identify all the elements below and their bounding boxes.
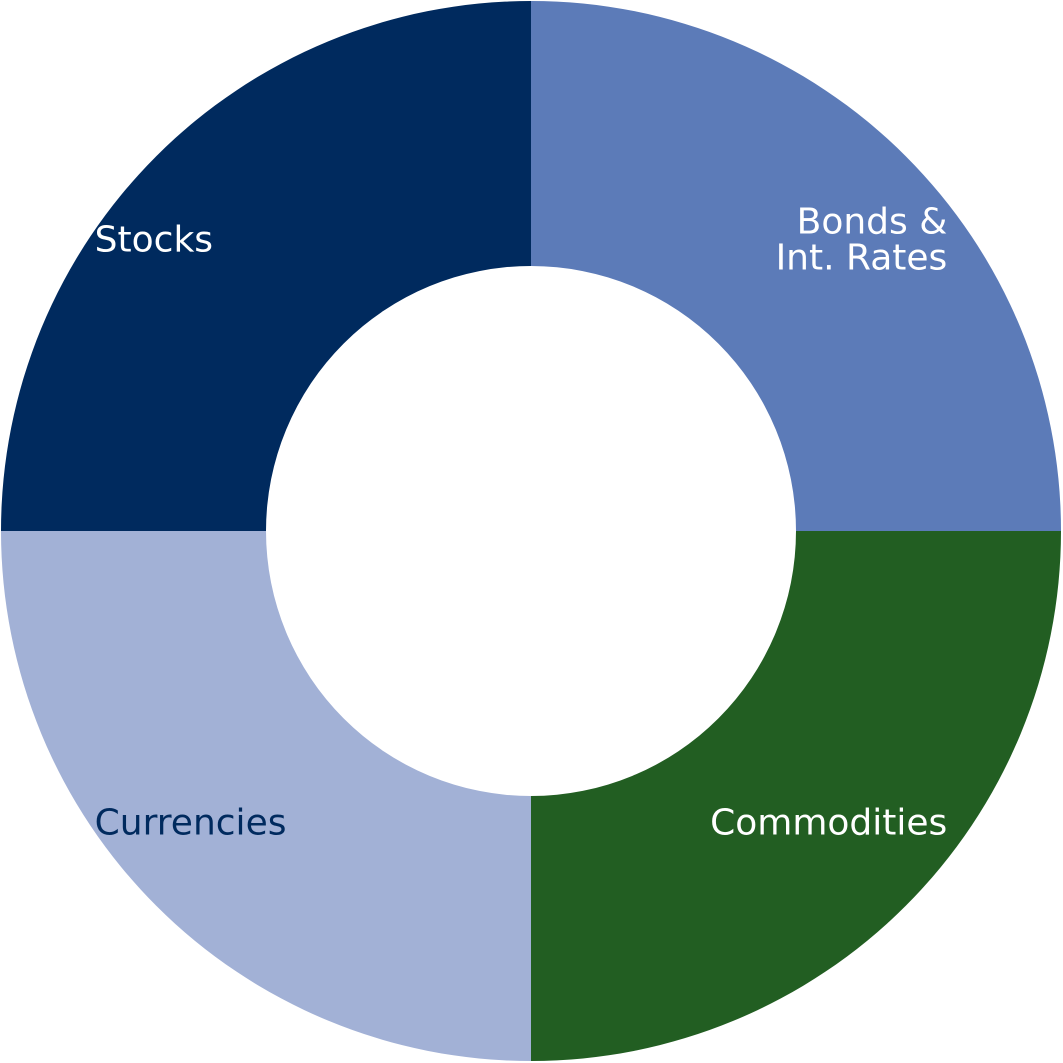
slice-label-2: Currencies	[95, 802, 287, 843]
slice-label-line: Commodities	[710, 802, 947, 843]
slice-label-line: Bonds &	[797, 202, 948, 243]
donut-slice-2	[1, 531, 531, 1061]
slice-label-3: Stocks	[95, 220, 213, 261]
donut-slice-3	[1, 1, 531, 531]
slice-label-0: Bonds &Int. Rates	[776, 202, 948, 279]
slice-label-line: Int. Rates	[776, 238, 948, 279]
slice-label-line: Stocks	[95, 220, 213, 261]
slice-label-1: Commodities	[710, 802, 947, 843]
donut-slice-1	[531, 531, 1061, 1061]
donut-slice-0	[531, 1, 1061, 531]
slice-label-line: Currencies	[95, 802, 287, 843]
